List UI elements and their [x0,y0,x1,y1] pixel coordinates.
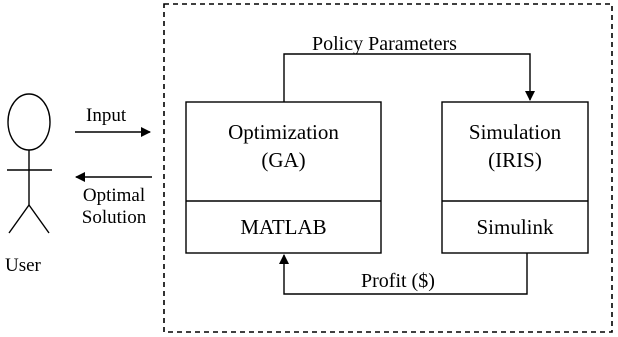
optimal-solution-label-line2: Solution [81,207,147,228]
user-stick-figure-icon [7,93,52,234]
optimal-solution-label-line1: Optimal [82,185,146,206]
user-label: User [5,255,41,276]
simulation-block-title: Simulation (IRIS) [442,118,588,174]
profit-label: Profit ($) [361,270,435,292]
profit-feedback-connector [279,253,528,295]
optimization-title-line2: (GA) [261,148,306,172]
simulation-block-footer: Simulink [476,215,554,239]
optimization-title-line1: Optimization [228,120,339,144]
input-label: Input [86,105,127,126]
policy-parameters-connector [283,53,535,102]
optimization-block-footer: MATLAB [240,215,327,239]
optimization-block-title: Optimization (GA) [186,118,381,174]
simulation-title-line2: (IRIS) [488,148,542,172]
policy-parameters-label: Policy Parameters [312,33,457,55]
optimal-solution-label: Optimal Solution [72,185,156,229]
system-boundary [163,3,613,333]
simulation-title-line1: Simulation [468,120,562,144]
simulation-block [441,101,589,254]
